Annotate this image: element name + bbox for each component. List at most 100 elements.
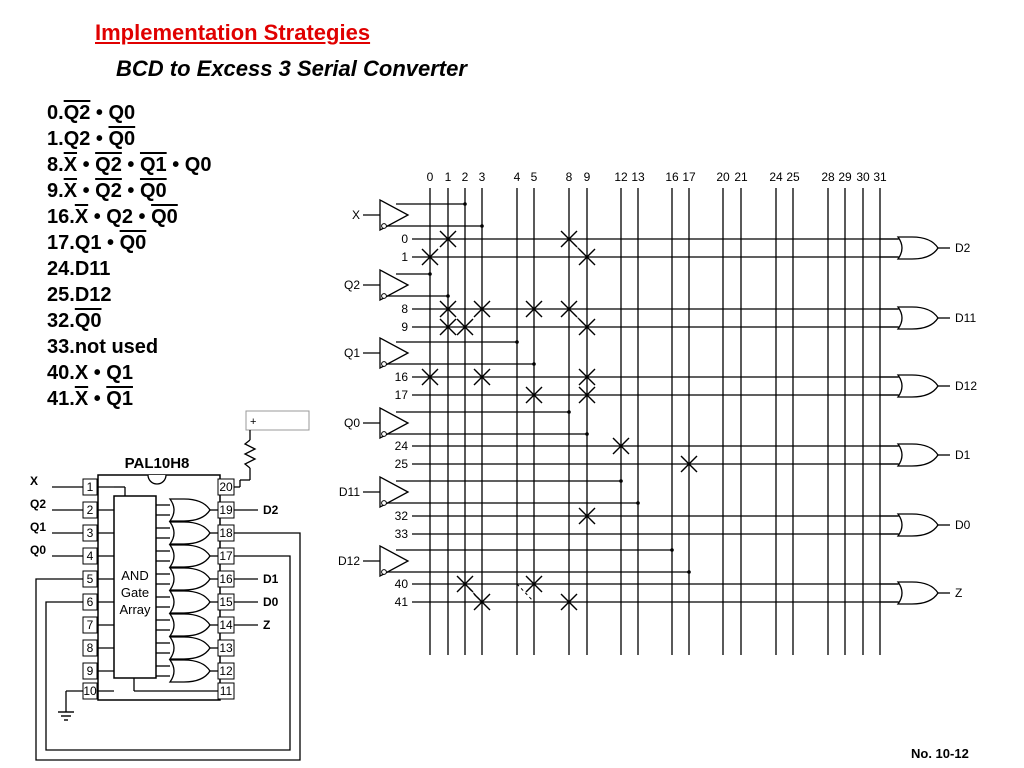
complemented-literal: X xyxy=(63,180,78,202)
term-text: not used xyxy=(74,336,159,358)
or-gate-shape xyxy=(168,498,211,522)
column-label: 13 xyxy=(631,170,645,184)
column-label: 12 xyxy=(614,170,628,184)
input-label: Q2 xyxy=(344,278,360,292)
or-gate-shape xyxy=(168,613,211,637)
inverter-bubble xyxy=(381,431,387,437)
term-number: 17. xyxy=(47,232,75,254)
output-label: D11 xyxy=(955,311,976,325)
column-label: 17 xyxy=(682,170,696,184)
dashed-connector xyxy=(568,238,588,258)
fuse-x-mark xyxy=(525,575,543,593)
fuse-stroke xyxy=(578,386,596,404)
pal-chip-diagram: +PAL10H8ANDGateArray12345678910201918171… xyxy=(30,410,310,761)
pin-number: 13 xyxy=(219,641,233,655)
pin-number: 18 xyxy=(219,526,233,540)
row-label: 17 xyxy=(395,388,409,402)
output-label: D2 xyxy=(955,241,971,255)
fuse-stroke xyxy=(525,575,543,593)
array-label: Gate xyxy=(121,585,149,600)
row-label: 0 xyxy=(401,232,408,246)
slide-title: Implementation Strategies xyxy=(95,20,371,45)
fuse-x-mark xyxy=(680,455,698,473)
product-term: 16. X • Q2 • Q0 xyxy=(47,204,211,230)
and-gate-array xyxy=(113,495,157,679)
inverter-bubble xyxy=(381,361,387,367)
input-label: X xyxy=(352,208,360,222)
row-label: 9 xyxy=(401,320,408,334)
junction-dot xyxy=(515,340,519,344)
term-text: Q1 • xyxy=(74,232,120,254)
term-text: • Q0 xyxy=(166,154,212,176)
column-label: 31 xyxy=(873,170,887,184)
pull-up-box xyxy=(245,410,310,431)
fuse-x-mark xyxy=(421,368,439,386)
chip-output-label: D1 xyxy=(263,572,279,586)
fuse-x-mark xyxy=(473,300,491,318)
fuse-x-mark xyxy=(612,437,630,455)
feedback-loop-d11 xyxy=(35,532,301,761)
row-label: 16 xyxy=(395,370,409,384)
junction-dot xyxy=(670,548,674,552)
complemented-literal: Q0 xyxy=(139,180,167,202)
junction-dot xyxy=(463,202,467,206)
pin-number: 19 xyxy=(219,503,233,517)
fuse-stroke xyxy=(680,455,698,473)
complemented-literal: Q2 xyxy=(95,180,122,202)
or-gate-shape xyxy=(896,513,939,537)
term-number: 24. xyxy=(47,258,75,280)
term-text: • xyxy=(90,102,109,124)
complemented-literal: Q0 xyxy=(74,310,102,332)
buffer-triangle xyxy=(379,406,410,440)
fuse-x-mark xyxy=(560,593,578,611)
column-label: 16 xyxy=(665,170,679,184)
column-label: 20 xyxy=(716,170,730,184)
fuse-x-mark xyxy=(525,300,543,318)
input-label: Q0 xyxy=(344,416,360,430)
product-term: 0. Q2 • Q0 xyxy=(47,100,211,126)
term-text: D11 xyxy=(74,258,111,280)
term-number: 41. xyxy=(47,388,75,410)
term-number: 32. xyxy=(47,310,75,332)
pin-number: 1 xyxy=(87,480,94,494)
complemented-literal: Q0 xyxy=(119,232,147,254)
buffer-triangle xyxy=(379,268,410,302)
column-label: 9 xyxy=(584,170,591,184)
term-text: D12 xyxy=(74,284,112,306)
term-number: 16. xyxy=(47,206,75,228)
input-label: D12 xyxy=(338,554,360,568)
product-term: 24. D11 xyxy=(47,256,211,282)
pin-number: 10 xyxy=(83,684,97,698)
dashed-connector xyxy=(464,583,483,603)
chip-input-label: Q0 xyxy=(30,543,46,557)
junction-dot xyxy=(532,362,536,366)
chip-name: PAL10H8 xyxy=(125,455,190,472)
fuse-stroke xyxy=(439,300,457,318)
pin-number: 3 xyxy=(87,526,94,540)
inverter-bubble xyxy=(381,293,387,299)
complemented-literal: X xyxy=(74,206,89,228)
chip-or-gate xyxy=(168,613,211,637)
product-term: 40. X • Q1 xyxy=(47,360,211,386)
junction-dot xyxy=(567,410,571,414)
pin-number: 2 xyxy=(87,503,94,517)
or-gate-shape xyxy=(896,581,939,605)
chip-output-label: D0 xyxy=(263,595,279,609)
row-label: 1 xyxy=(401,250,408,264)
fuse-stroke xyxy=(421,248,439,266)
plus-sign: + xyxy=(250,416,256,428)
array-label: Array xyxy=(119,602,151,617)
pin-number: 8 xyxy=(87,641,94,655)
product-term: 9. X • Q2 • Q0 xyxy=(47,178,211,204)
product-term: 1. Q2 • Q0 xyxy=(47,126,211,152)
column-label: 5 xyxy=(531,170,538,184)
inverter-bubble xyxy=(381,500,387,506)
pin-number: 20 xyxy=(219,480,233,494)
fuse-x-mark xyxy=(578,507,596,525)
fuse-x-mark xyxy=(525,386,543,404)
product-term: 8. X • Q2 • Q1 • Q0 xyxy=(47,152,211,178)
or-gate-shape xyxy=(896,236,939,260)
pin-number: 4 xyxy=(87,549,94,563)
pin-number: 14 xyxy=(219,618,233,632)
chip-input-label: Q2 xyxy=(30,497,46,511)
